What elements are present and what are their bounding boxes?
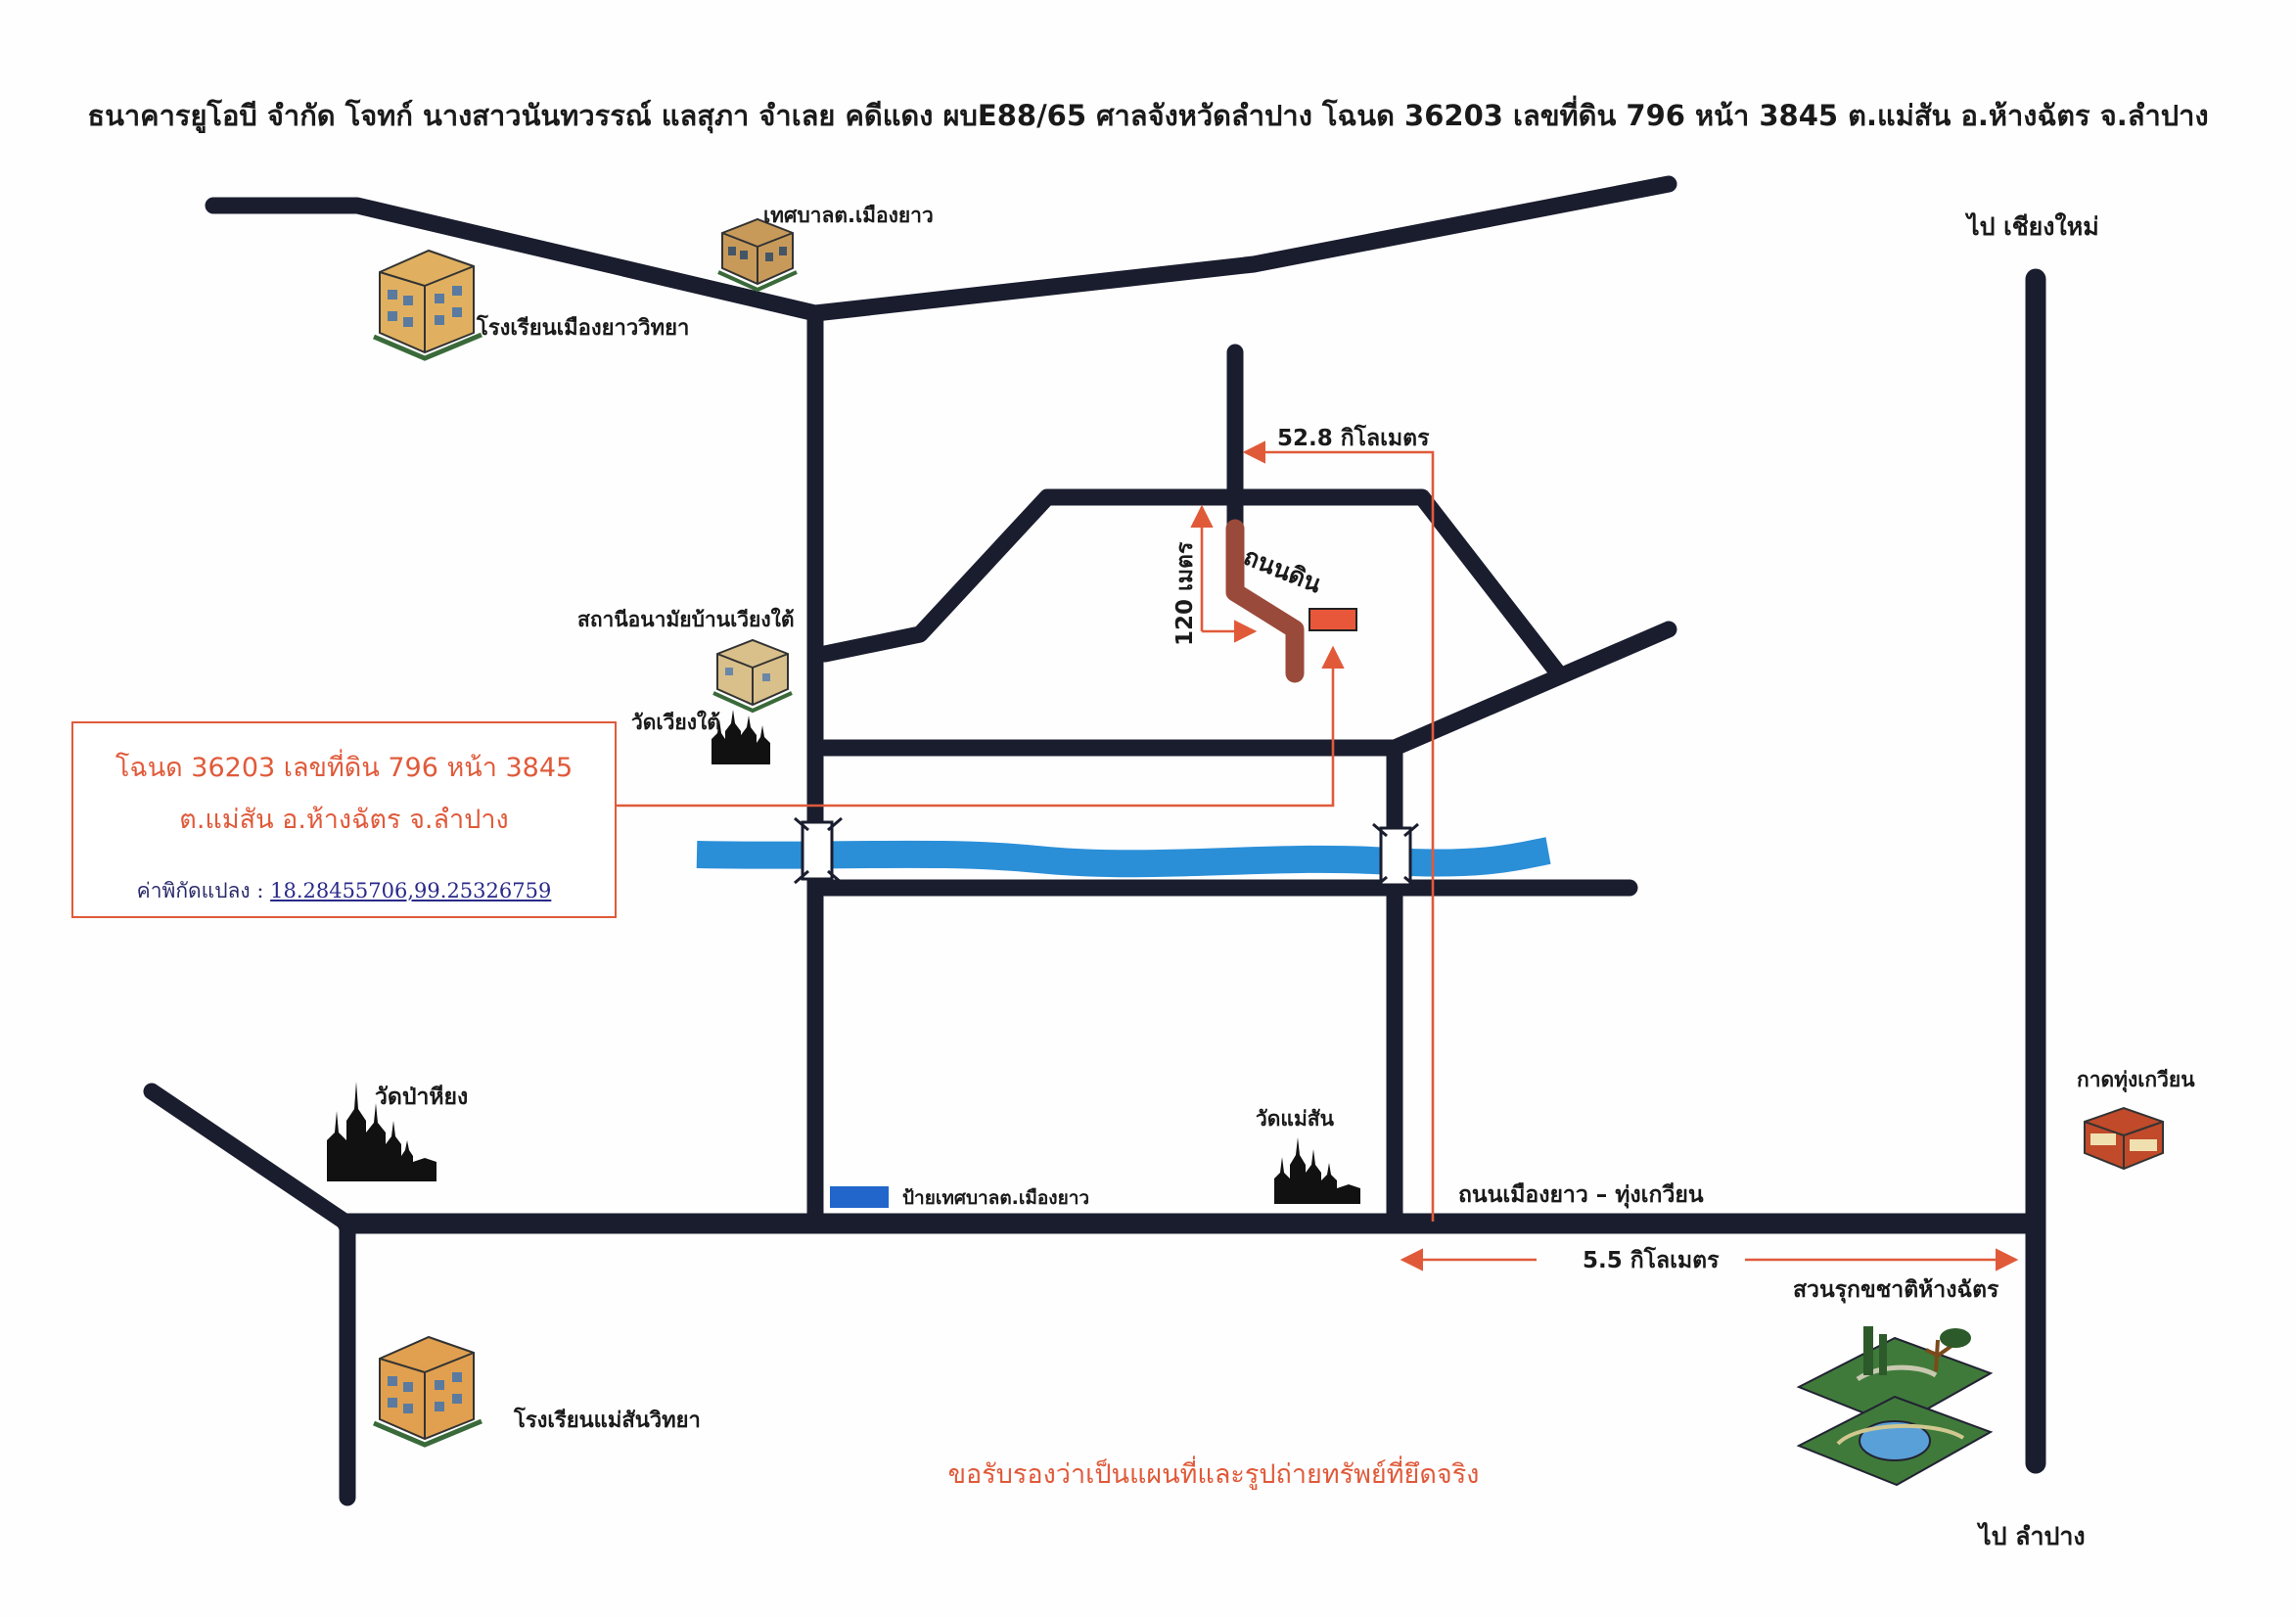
temple-pahiang-icon xyxy=(327,1082,436,1181)
health-station-icon xyxy=(712,638,793,714)
kad-thungkwian-label: กาดทุ่งเกวียน xyxy=(2077,1068,2195,1093)
distance-marker-52km xyxy=(1242,440,1435,1222)
road-east-branch xyxy=(1386,621,1677,757)
school-muangyao-icon xyxy=(373,249,482,361)
parcel-leader-line xyxy=(617,645,1345,808)
municipality-label: เทศบาลต.เมืองยาว xyxy=(763,204,934,227)
temple-wiangtai-label: วัดเวียงใต้ xyxy=(631,710,720,734)
dirt-road-label: ถนนดิน xyxy=(1240,542,1326,599)
location-info-line: ต.แม่สัน อ.ห้างฉัตร จ.ลำปาง xyxy=(179,805,509,835)
parcel-info-box: โฉนด 36203 เลขที่ดิน 796 หน้า 3845 ต.แม่… xyxy=(71,721,617,918)
municipality-icon xyxy=(717,217,798,293)
health-station-label: สถานีอนามัยบ้านเวียงใต้ xyxy=(577,607,794,631)
certification-text: ขอรับรองว่าเป็นแผนที่และรูปถ่ายทรัพย์ที่… xyxy=(948,1455,1480,1490)
municipal-sign-label: ป้ายเทศบาลต.เมืองยาว xyxy=(902,1187,1089,1209)
temple-pahiang-label: วัดป่าหียง xyxy=(375,1085,468,1110)
deed-info-line: โฉนด 36203 เลขที่ดิน 796 หน้า 3845 xyxy=(115,753,574,783)
school-maesan-icon xyxy=(373,1335,482,1448)
bridge-east xyxy=(1372,822,1419,891)
road-loop xyxy=(816,488,1565,679)
arboretum-icon xyxy=(1796,1326,1994,1487)
distance-52km-label: 52.8 กิโลเมตร xyxy=(1277,424,1430,451)
coordinate-line: ค่าพิกัดแปลง : 18.28455706,99.25326759 xyxy=(73,875,615,907)
school-maesan-label: โรงเรียนแม่สันวิทยา xyxy=(513,1407,701,1433)
distance-120m-label: 120 เมตร xyxy=(1172,541,1198,646)
to-lampang-label: ไป ลำปาง xyxy=(1976,1521,2086,1550)
dirt-road xyxy=(1225,519,1305,683)
river xyxy=(696,837,1551,878)
main-road-label: ถนนเมืองยาว – ทุ่งเกวียน xyxy=(1458,1182,1704,1209)
coordinate-link[interactable]: 18.28455706,99.25326759 xyxy=(270,879,552,902)
municipal-sign-marker xyxy=(830,1186,889,1208)
bridge-west xyxy=(794,816,843,885)
temple-wiangtai-icon xyxy=(712,710,770,764)
land-parcel xyxy=(1309,608,1357,631)
coordinate-label: ค่าพิกัดแปลง : xyxy=(136,879,271,902)
temple-maesan-label: วัดแม่สัน xyxy=(1256,1107,1335,1131)
map-title: ธนาคารยูโอบี จำกัด โจทก์ นางสาวนันทวรรณ์… xyxy=(87,95,2208,133)
distance-5km-label: 5.5 กิโลเมตร xyxy=(1583,1246,1720,1273)
distance-marker-120m xyxy=(1190,504,1258,643)
kad-thungkwian-icon xyxy=(2084,1106,2164,1171)
road-south-west-diagonal xyxy=(143,1083,356,1232)
arboretum-label: สวนรุกขชาติห้างฉัตร xyxy=(1793,1277,1999,1304)
to-chiangmai-label: ไป เชียงใหม่ xyxy=(1964,211,2099,241)
temple-maesan-icon xyxy=(1274,1137,1360,1204)
school-muangyao-label: โรงเรียนเมืองยาววิทยา xyxy=(476,314,689,341)
